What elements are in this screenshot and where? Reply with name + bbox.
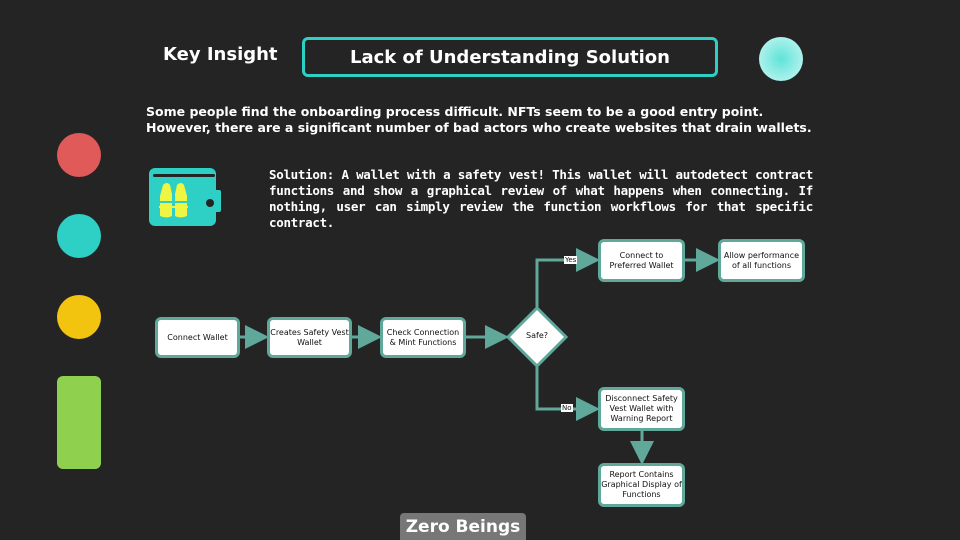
arrow-yes <box>535 248 600 307</box>
node-allow-all: Allow performance of all functions <box>718 239 805 282</box>
red-dot <box>57 133 101 177</box>
solution-text: Solution: A wallet with a safety vest! T… <box>269 167 813 230</box>
yes-label: Yes <box>564 256 578 264</box>
safety-vest-wallet-icon <box>149 168 221 226</box>
key-insight-label: Key Insight <box>163 44 278 65</box>
green-bar <box>57 376 101 469</box>
node-creates-vest: Creates Safety Vest Wallet <box>267 317 352 358</box>
decision-diamond <box>505 305 569 369</box>
node-report: Report Contains Graphical Display of Fun… <box>598 463 685 507</box>
glow-orb <box>759 37 803 81</box>
arrow-no <box>535 367 600 421</box>
yellow-dot <box>57 295 101 339</box>
node-disconnect: Disconnect Safety Vest Wallet with Warni… <box>598 387 685 431</box>
node-connect-wallet: Connect Wallet <box>155 317 240 358</box>
no-label: No <box>561 404 573 412</box>
teal-dot <box>57 214 101 258</box>
footer-brand: Zero Beings <box>400 513 526 540</box>
intro-text: Some people find the onboarding process … <box>146 104 812 135</box>
decision-label: Safe? <box>526 331 548 340</box>
node-check-connection: Check Connection & Mint Functions <box>380 317 466 358</box>
node-connect-preferred: Connect to Preferred Wallet <box>598 239 685 282</box>
slide-title: Lack of Understanding Solution <box>302 37 718 77</box>
